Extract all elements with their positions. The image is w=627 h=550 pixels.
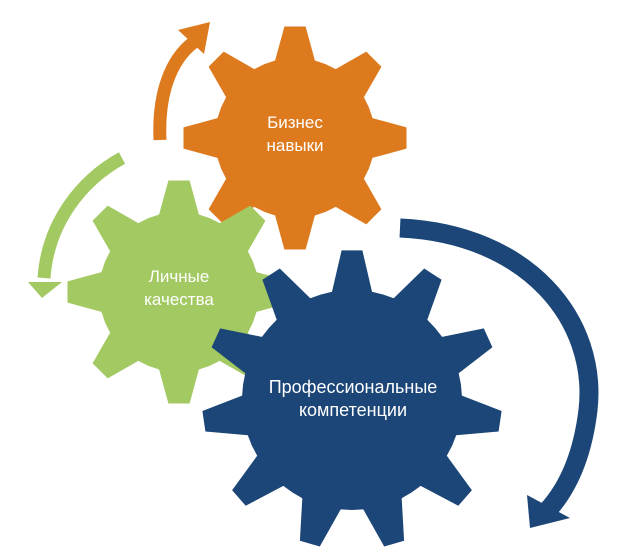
green-arrow-head	[28, 282, 62, 298]
gear-business-label-line2: навыки	[266, 136, 323, 155]
gear-personal-label-line2: качества	[144, 290, 214, 309]
gear-professional-label-line2: компетенции	[299, 400, 407, 420]
orange-arrow-head	[178, 22, 210, 54]
green-arrow	[28, 152, 126, 298]
orange-arrow	[153, 22, 210, 141]
gear-business: Бизнес навыки	[183, 26, 407, 250]
gear-business-shape	[183, 26, 407, 250]
gear-personal-label-line1: Личные	[149, 267, 210, 286]
gear-business-label-line1: Бизнес	[267, 113, 323, 132]
green-arrow-body	[37, 152, 126, 279]
orange-arrow-body	[153, 36, 199, 141]
blue-arrow-body	[399, 218, 599, 517]
blue-arrow	[399, 218, 599, 528]
gear-professional-shape	[202, 250, 502, 547]
blue-arrow-head	[527, 495, 570, 528]
gear-professional: Профессиональные компетенции	[202, 250, 502, 547]
gear-professional-label-line1: Профессиональные	[269, 377, 438, 397]
